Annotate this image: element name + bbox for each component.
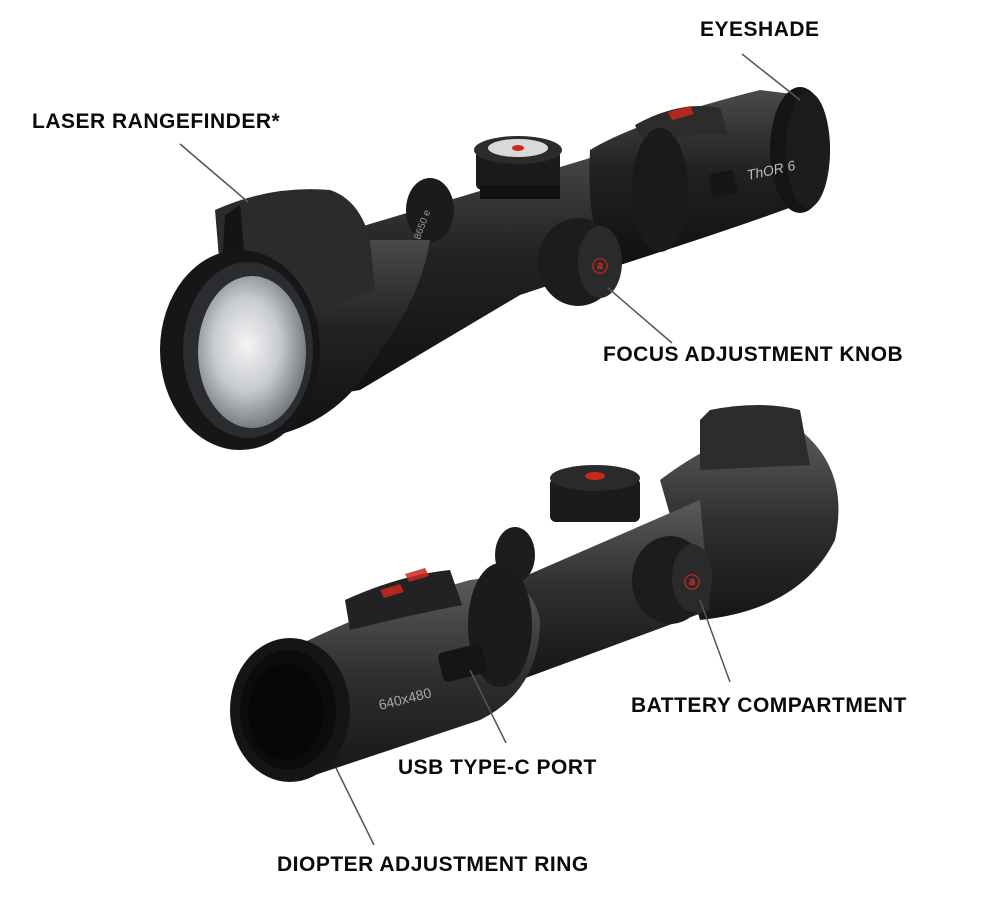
bottom-scope: ⓐ 640x480 xyxy=(230,405,839,782)
callout-laser-rangefinder: LASER RANGEFINDER* xyxy=(32,110,281,133)
top-scope: ThOR 6 8650 e ⓐ xyxy=(160,87,830,450)
diopter-adjustment-ring xyxy=(230,638,350,782)
leader-eyeshade xyxy=(741,53,801,101)
objective-lens xyxy=(160,250,320,450)
battery-compartment: ⓐ xyxy=(632,536,712,624)
usb-type-c-port xyxy=(438,643,487,682)
leader-diopter-ring xyxy=(335,767,375,846)
callout-eyeshade: EYESHADE xyxy=(700,18,820,41)
leader-usb-port xyxy=(469,669,507,744)
callout-diopter-adjustment-ring: DIOPTER ADJUSTMENT RING xyxy=(277,853,589,876)
elevation-turret xyxy=(474,136,562,199)
callout-usb-type-c-port: USB TYPE-C PORT xyxy=(398,756,597,779)
leader-focus-knob xyxy=(607,287,673,344)
callout-battery-compartment: BATTERY COMPARTMENT xyxy=(631,694,907,717)
leader-battery xyxy=(699,599,731,683)
callout-focus-adjustment-knob: FOCUS ADJUSTMENT KNOB xyxy=(603,343,904,366)
eyeshade xyxy=(770,87,830,213)
focus-adjustment-knob: ⓐ xyxy=(538,218,622,306)
brand-logo-icon: ⓐ xyxy=(592,257,608,276)
leader-laser-rangefinder xyxy=(179,143,249,203)
brand-logo-icon: ⓐ xyxy=(684,573,700,592)
callout-leaders xyxy=(179,53,801,846)
elevation-turret-rear xyxy=(550,465,640,522)
